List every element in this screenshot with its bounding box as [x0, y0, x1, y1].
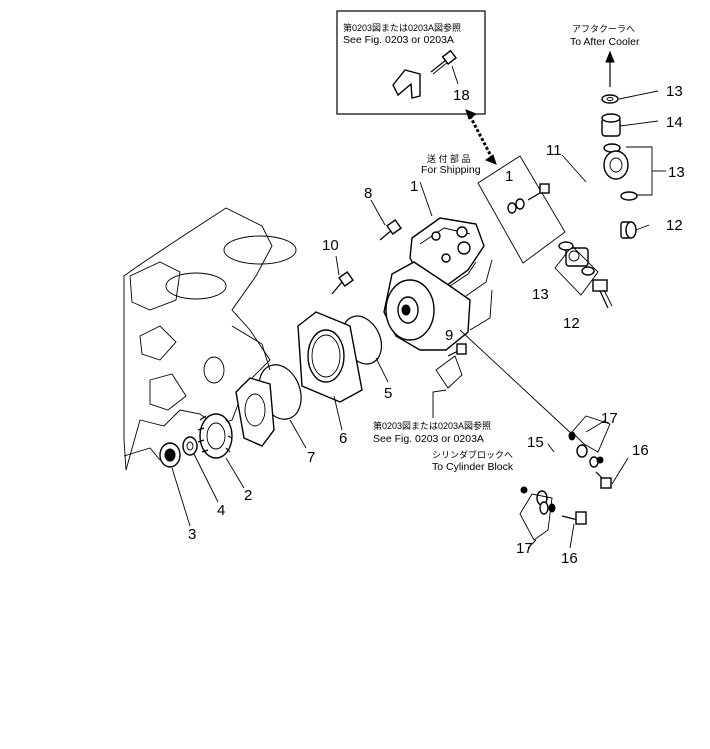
cyl-block-en: To Cylinder Block — [432, 461, 514, 473]
shipping-en: For Shipping — [421, 164, 481, 176]
fig-ref-bottom-jp: 第0203図または0203A図参照 — [373, 420, 491, 431]
shipping-parts — [507, 183, 550, 214]
gear-2 — [197, 413, 233, 459]
after-cooler-en: To After Cooler — [570, 36, 640, 48]
shipping-box — [477, 155, 566, 264]
callout-12-right: 12 — [666, 217, 683, 234]
cylinder-block — [123, 207, 297, 471]
callout-14: 14 — [666, 114, 683, 131]
callout-5: 5 — [384, 385, 392, 402]
bolt-8 — [379, 219, 402, 241]
reference-arrow — [465, 109, 497, 165]
pipe-15 — [536, 444, 588, 506]
adapter-14 — [601, 113, 659, 137]
callout-4: 4 — [217, 502, 225, 519]
nut-3 — [159, 442, 181, 468]
cyl-block-jp: シリンダブロックへ — [432, 449, 513, 460]
callout-11: 11 — [546, 142, 562, 159]
callout-10: 10 — [322, 237, 339, 254]
callout-16-lower: 16 — [561, 550, 578, 567]
bolt-16-lower — [561, 511, 587, 525]
callout-7: 7 — [307, 449, 315, 466]
callout-6: 6 — [339, 430, 347, 447]
reference-box: 第0203図または0203A図参照 See Fig. 0203 or 0203A — [336, 10, 486, 115]
callout-16-upper: 16 — [632, 442, 649, 459]
callout-17-lower: 17 — [516, 540, 533, 557]
fig-ref-bottom-en: See Fig. 0203 or 0203A — [373, 433, 484, 445]
callout-9: 9 — [445, 327, 453, 344]
shipping-jp: 送 付 部 品 — [427, 153, 471, 164]
callout-1-compressor: 1 — [410, 178, 418, 195]
air-compressor-1 — [383, 217, 493, 351]
callout-1-shipping: 1 — [505, 168, 513, 185]
callout-13-lower: 13 — [532, 286, 549, 303]
washer-13-top — [601, 94, 619, 104]
bolt-16-upper — [595, 471, 612, 489]
callout-18: 18 — [453, 87, 470, 104]
pipe-11 — [565, 150, 629, 267]
washer-4 — [182, 436, 198, 456]
after-cooler-jp: アフタクーラへ — [572, 24, 635, 34]
bolt-9 — [447, 343, 467, 357]
callout-12-lower: 12 — [563, 315, 580, 332]
callout-13-top: 13 — [666, 83, 683, 100]
bracket-part — [392, 69, 421, 99]
fig-ref-top-jp: 第0203図または0203A図参照 — [343, 22, 461, 33]
callout-17-upper: 17 — [601, 410, 618, 427]
flange-6 — [297, 311, 363, 403]
callout-15: 15 — [527, 434, 544, 451]
bolt-18 — [430, 49, 458, 75]
callout-2: 2 — [244, 487, 252, 504]
callout-13-right: 13 — [668, 164, 685, 181]
fig-ref-top-en: See Fig. 0203 or 0203A — [343, 34, 454, 46]
callout-3: 3 — [188, 526, 196, 543]
bolt-10 — [331, 271, 354, 295]
bolt-12-right — [620, 221, 650, 239]
bolt-12-lower — [592, 279, 613, 309]
callout-8: 8 — [364, 185, 372, 202]
